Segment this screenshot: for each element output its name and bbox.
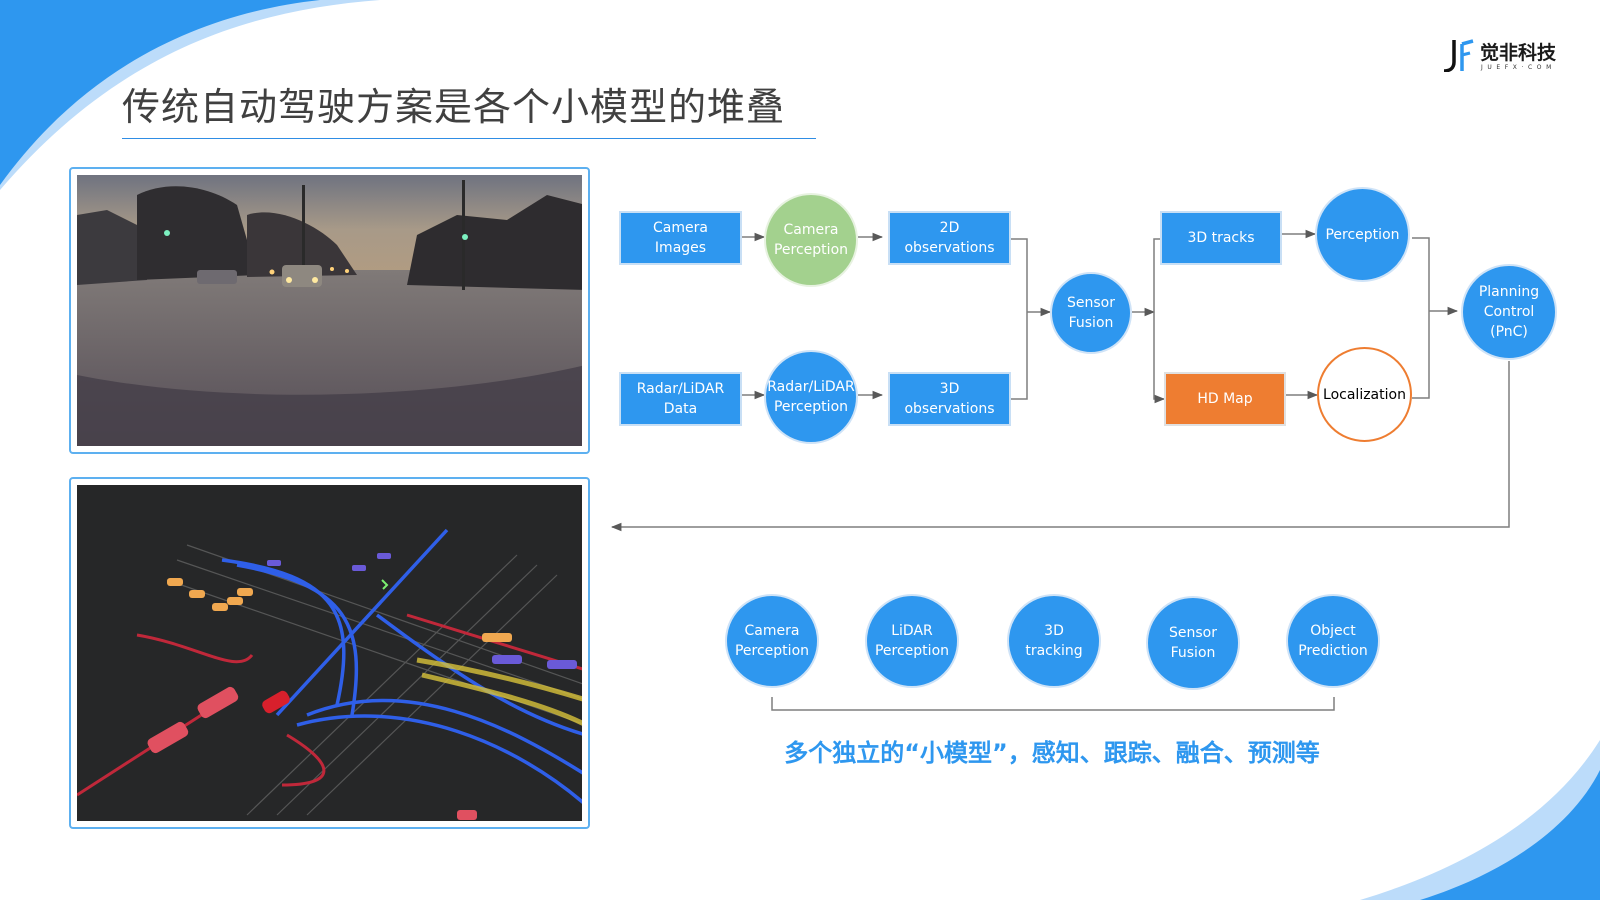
corner-swoosh-top-left (0, 0, 380, 190)
model-lidar-perception: LiDAR Perception (865, 594, 959, 688)
obs-2d-node: 2D observations (888, 211, 1011, 265)
radar-data-node: Radar/LiDAR Data (619, 372, 742, 426)
title-underline (122, 138, 816, 139)
jf-logo-mark-icon (1443, 39, 1474, 72)
company-logo: 觉非科技 JUEFX·COM (1442, 36, 1572, 76)
perception-node: Perception (1315, 187, 1410, 282)
camera-images-node: Camera Images (619, 211, 742, 265)
street-scene-image (77, 175, 582, 446)
vector-space-image (77, 485, 582, 821)
street-scene-photo (77, 175, 582, 446)
localization-node: Localization (1317, 347, 1412, 442)
camera-perception-node: Camera Perception (764, 193, 858, 287)
hd-map-node: HD Map (1164, 372, 1286, 426)
model-camera-perception: Camera Perception (725, 594, 819, 688)
model-3d-tracking: 3D tracking (1007, 594, 1101, 688)
vector-space-frame (69, 477, 590, 829)
planning-control-node: Planning Control (PnC) (1461, 264, 1557, 360)
logo-subtext: JUEFX·COM (1481, 64, 1556, 71)
model-object-prediction: Object Prediction (1286, 594, 1380, 688)
page-title: 传统自动驾驶方案是各个小模型的堆叠 (122, 85, 786, 129)
radar-perception-node: Radar/LiDAR Perception (764, 350, 858, 444)
tracks-3d-node: 3D tracks (1160, 211, 1282, 265)
street-photo-frame (69, 167, 590, 454)
vector-space-visualization (77, 485, 582, 821)
logo-name: 觉非科技 (1480, 42, 1557, 64)
corner-swoosh-bottom-right (1360, 740, 1600, 900)
models-caption: 多个独立的“小模型”，感知、跟踪、融合、预测等 (784, 739, 1320, 767)
model-sensor-fusion: Sensor Fusion (1146, 596, 1240, 690)
sensor-fusion-node: Sensor Fusion (1050, 272, 1132, 354)
obs-3d-node: 3D observations (888, 372, 1011, 426)
